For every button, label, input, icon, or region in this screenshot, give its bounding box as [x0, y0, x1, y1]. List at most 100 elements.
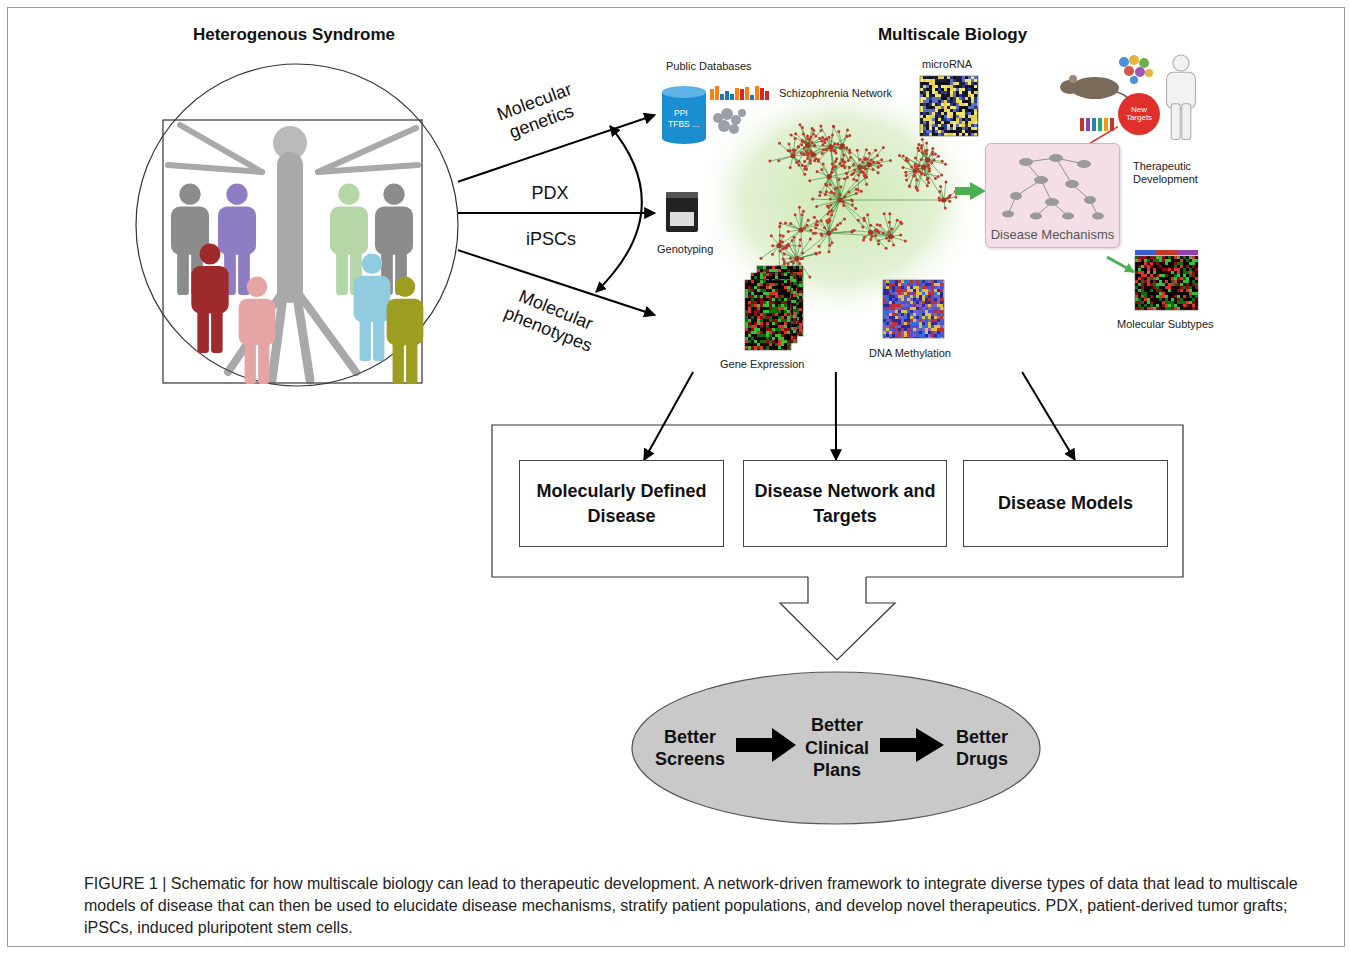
heatmap — [757, 273, 760, 276]
heatmap — [947, 130, 950, 133]
heatmap — [968, 112, 971, 115]
heatmap — [953, 94, 956, 97]
heatmap — [950, 79, 953, 82]
heatmap — [775, 307, 778, 310]
heatmap — [929, 109, 932, 112]
heatmap — [968, 121, 971, 124]
heatmap — [929, 91, 932, 94]
heatmap — [944, 103, 947, 106]
network-graph — [789, 257, 792, 260]
heatmap — [926, 121, 929, 124]
heatmap — [920, 130, 923, 133]
heatmap — [926, 76, 929, 79]
heatmap — [751, 292, 754, 295]
heatmap — [772, 325, 775, 328]
heatmap — [920, 76, 923, 79]
heatmap — [745, 304, 748, 307]
heatmap — [799, 281, 802, 284]
heatmap — [760, 307, 763, 310]
heatmap — [953, 91, 956, 94]
heatmap — [968, 103, 971, 106]
network-graph — [861, 161, 864, 164]
network-graph — [876, 154, 879, 157]
network-graph — [806, 154, 809, 157]
heatmap — [971, 115, 974, 118]
network-graph — [908, 185, 911, 188]
network-graph — [848, 134, 851, 137]
heatmap — [962, 76, 965, 79]
network-graph — [811, 127, 814, 130]
heatmap — [769, 276, 772, 279]
heatmap — [965, 106, 968, 109]
heatmap — [953, 115, 956, 118]
heatmap — [932, 106, 935, 109]
heatmap — [962, 133, 965, 136]
heatmap — [796, 266, 799, 269]
heatmap — [956, 85, 959, 88]
heatmap — [748, 304, 751, 307]
network-graph — [855, 192, 858, 195]
heatmap — [959, 94, 962, 97]
heatmap — [766, 337, 769, 340]
network-graph — [779, 222, 782, 225]
heatmap — [775, 304, 778, 307]
heatmap — [763, 269, 766, 272]
heatmap — [968, 133, 971, 136]
heatmap — [766, 331, 769, 334]
network-graph — [789, 222, 792, 225]
sequence-logo — [730, 94, 734, 100]
patient-figures — [171, 184, 423, 384]
heatmap — [935, 124, 938, 127]
heatmap — [962, 79, 965, 82]
heatmap — [766, 292, 769, 295]
heatmap — [941, 133, 944, 136]
network-graph — [920, 144, 923, 147]
heatmap — [959, 130, 962, 133]
heatmap — [772, 316, 775, 319]
heatmap — [962, 106, 965, 109]
heatmap — [920, 133, 923, 136]
network-graph — [768, 160, 771, 163]
heatmap — [944, 91, 947, 94]
heatmap — [787, 319, 790, 322]
heatmap — [959, 91, 962, 94]
heatmap — [965, 133, 968, 136]
heatmap — [781, 298, 784, 301]
heatmap — [757, 304, 760, 307]
heatmap — [926, 85, 929, 88]
heatmap — [956, 88, 959, 91]
heatmap — [751, 316, 754, 319]
heatmap — [763, 319, 766, 322]
heatmap — [754, 307, 757, 310]
heatmap — [929, 127, 932, 130]
heatmap — [781, 292, 784, 295]
network-graph — [794, 213, 797, 216]
drug-pills — [1124, 66, 1134, 76]
heatmap — [751, 340, 754, 343]
heatmap — [772, 340, 775, 343]
network-graph — [823, 141, 826, 144]
heatmap — [778, 304, 781, 307]
heatmap — [968, 97, 971, 100]
heatmap — [772, 301, 775, 304]
heatmap — [938, 76, 941, 79]
heatmap — [784, 272, 787, 275]
heatmap — [929, 121, 932, 124]
heatmap — [932, 94, 935, 97]
heatmap — [787, 334, 790, 337]
network-graph — [928, 170, 931, 173]
heatmap — [748, 283, 751, 286]
heatmap — [766, 316, 769, 319]
network-graph — [852, 172, 855, 175]
heatmap — [971, 91, 974, 94]
heatmap — [793, 273, 796, 276]
heatmap — [799, 311, 802, 314]
heatmap — [929, 112, 932, 115]
network-graph — [791, 239, 794, 242]
heatmap — [965, 85, 968, 88]
heatmap — [766, 295, 769, 298]
network-graph — [799, 123, 802, 126]
heatmap — [748, 337, 751, 340]
heatmap — [745, 337, 748, 340]
network-graph — [828, 250, 831, 253]
